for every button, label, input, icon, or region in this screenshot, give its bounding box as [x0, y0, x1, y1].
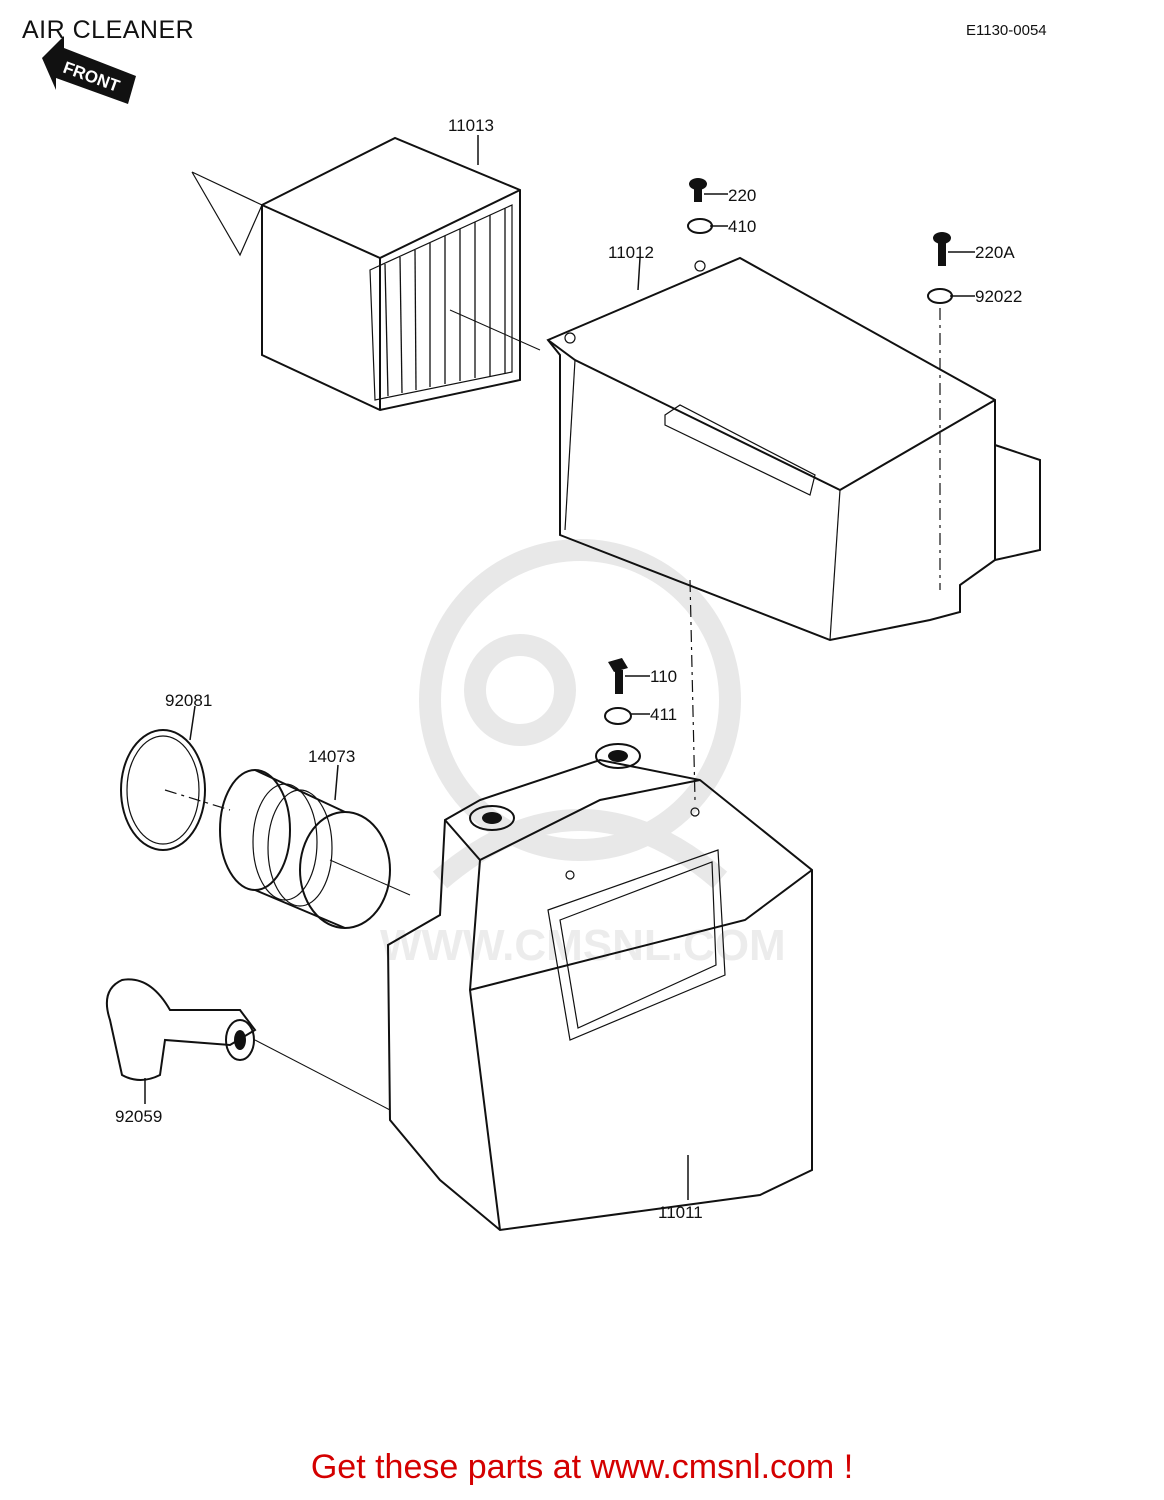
part-label-11012: 11012: [608, 243, 654, 262]
cmsnl-mascot-logo: [419, 539, 741, 889]
drain-hose: [106, 978, 257, 1081]
page-title: AIR CLEANER: [22, 16, 195, 44]
part-label-11011: 11011: [658, 1203, 703, 1222]
part-label-220a: 220A: [975, 243, 1015, 262]
air-cleaner-cover: [546, 256, 1041, 642]
air-cleaner-case: [386, 743, 813, 1232]
part-label-14073: 14073: [308, 747, 355, 766]
part-labels: 11013 220 410 11012 220A 92022 110 411 9…: [115, 116, 1022, 1222]
intake-duct: [219, 769, 391, 929]
screw-220-icon: [689, 178, 707, 202]
part-label-411: 411: [650, 705, 677, 724]
screw-220a-icon: [933, 232, 951, 266]
leader-lines: [144, 135, 975, 1200]
air-filter-element: [191, 136, 521, 412]
o-ring: [120, 729, 206, 851]
fasteners: [604, 178, 953, 725]
part-label-110: 110: [650, 667, 677, 686]
front-arrow-icon: FRONT: [42, 36, 136, 104]
part-label-220: 220: [728, 186, 756, 205]
washer-92022-icon: [927, 288, 953, 304]
washer-411-icon: [604, 707, 632, 725]
bolt-110-icon: [608, 658, 628, 694]
alignment-lines: [164, 308, 941, 811]
part-label-92022: 92022: [975, 287, 1022, 306]
diagram-code: E1130-0054: [966, 22, 1047, 39]
part-label-11013: 11013: [448, 116, 494, 135]
part-label-410: 410: [728, 217, 756, 236]
washer-410-icon: [687, 218, 713, 234]
part-label-92081: 92081: [165, 691, 212, 710]
part-label-92059: 92059: [115, 1107, 162, 1126]
footer-link[interactable]: Get these parts at www.cmsnl.com !: [310, 1448, 854, 1486]
